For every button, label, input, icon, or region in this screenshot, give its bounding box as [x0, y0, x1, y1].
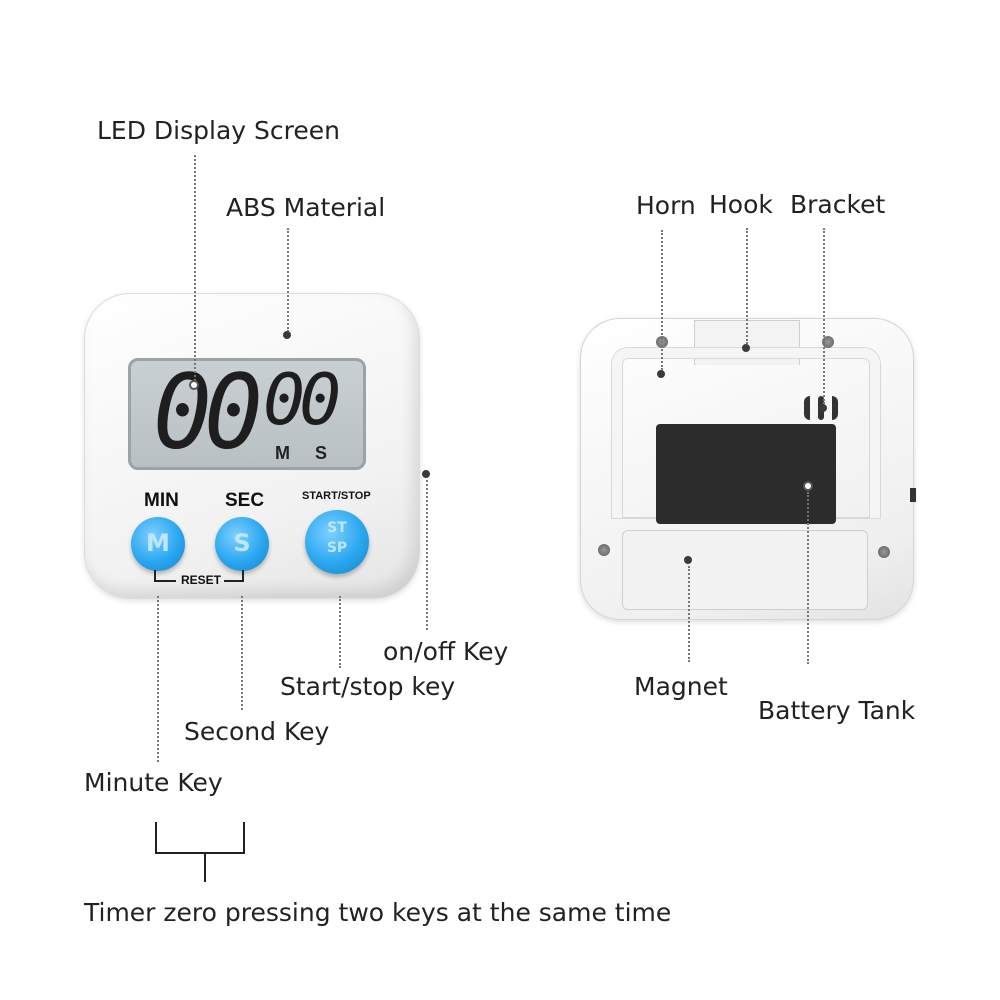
- label-minute-key: Minute Key: [84, 768, 223, 797]
- leader-horn: [661, 230, 663, 370]
- leader-battery-tank: [807, 492, 809, 664]
- screw-icon: [822, 336, 834, 348]
- reset-label: RESET: [181, 573, 222, 587]
- display-unit-s: S: [315, 443, 328, 463]
- pin-led-display: [189, 380, 199, 390]
- leader-bracket: [823, 228, 825, 404]
- label-second-key: Second Key: [184, 717, 330, 746]
- leader-magnet: [688, 566, 690, 662]
- sec-button-label: SEC: [225, 490, 265, 511]
- display-unit-m: M: [275, 443, 290, 463]
- pin-hook: [742, 344, 750, 352]
- label-startstop-key: Start/stop key: [280, 672, 456, 701]
- pin-abs-material: [283, 331, 291, 339]
- pin-horn: [657, 370, 665, 378]
- leader-startstop-key: [339, 596, 341, 668]
- magnet-part: [656, 424, 836, 524]
- zero-bracket-stem: [204, 852, 206, 882]
- leader-onoff-key: [426, 480, 428, 630]
- label-abs-material: ABS Material: [226, 193, 386, 222]
- side-tab: [910, 488, 916, 502]
- display-minutes: 00: [153, 353, 263, 473]
- second-key-button[interactable]: S: [215, 517, 269, 571]
- min-button-label: MIN: [144, 490, 179, 511]
- label-hook: Hook: [709, 190, 773, 219]
- leader-second-key: [241, 596, 243, 710]
- label-bracket: Bracket: [790, 190, 886, 219]
- leader-abs-material: [287, 228, 289, 332]
- screw-icon: [598, 544, 610, 556]
- zero-bracket-left: [155, 822, 157, 854]
- label-onoff-key: on/off Key: [383, 637, 509, 666]
- battery-tank-cover: [622, 530, 868, 610]
- pin-bracket: [819, 404, 827, 412]
- lcd-display: 00 00 M S: [128, 358, 366, 470]
- leader-led-display: [194, 155, 196, 381]
- pin-magnet: [684, 556, 692, 564]
- startstop-key-button[interactable]: ST SP: [305, 510, 369, 574]
- bracket-part: [612, 348, 880, 518]
- screw-icon: [878, 546, 890, 558]
- zero-bracket-right: [243, 822, 245, 854]
- leader-minute-key: [157, 596, 159, 762]
- reset-bracket-bottom-r: [224, 580, 244, 582]
- display-seconds: 00: [263, 359, 341, 441]
- label-magnet: Magnet: [634, 672, 728, 701]
- minute-key-button[interactable]: M: [131, 517, 185, 571]
- pin-onoff-key: [422, 470, 430, 478]
- reset-bracket-left: [154, 570, 156, 582]
- pin-battery-tank: [803, 481, 813, 491]
- reset-bracket-bottom-l: [154, 580, 176, 582]
- label-battery-tank: Battery Tank: [758, 696, 916, 725]
- label-horn: Horn: [636, 191, 696, 220]
- label-led-display: LED Display Screen: [97, 116, 340, 145]
- startstop-button-label: START/STOP: [302, 490, 371, 502]
- reset-bracket-right: [242, 570, 244, 582]
- label-timer-zero: Timer zero pressing two keys at the same…: [84, 898, 672, 927]
- zero-bracket-bottom: [155, 852, 245, 854]
- leader-hook: [746, 228, 748, 344]
